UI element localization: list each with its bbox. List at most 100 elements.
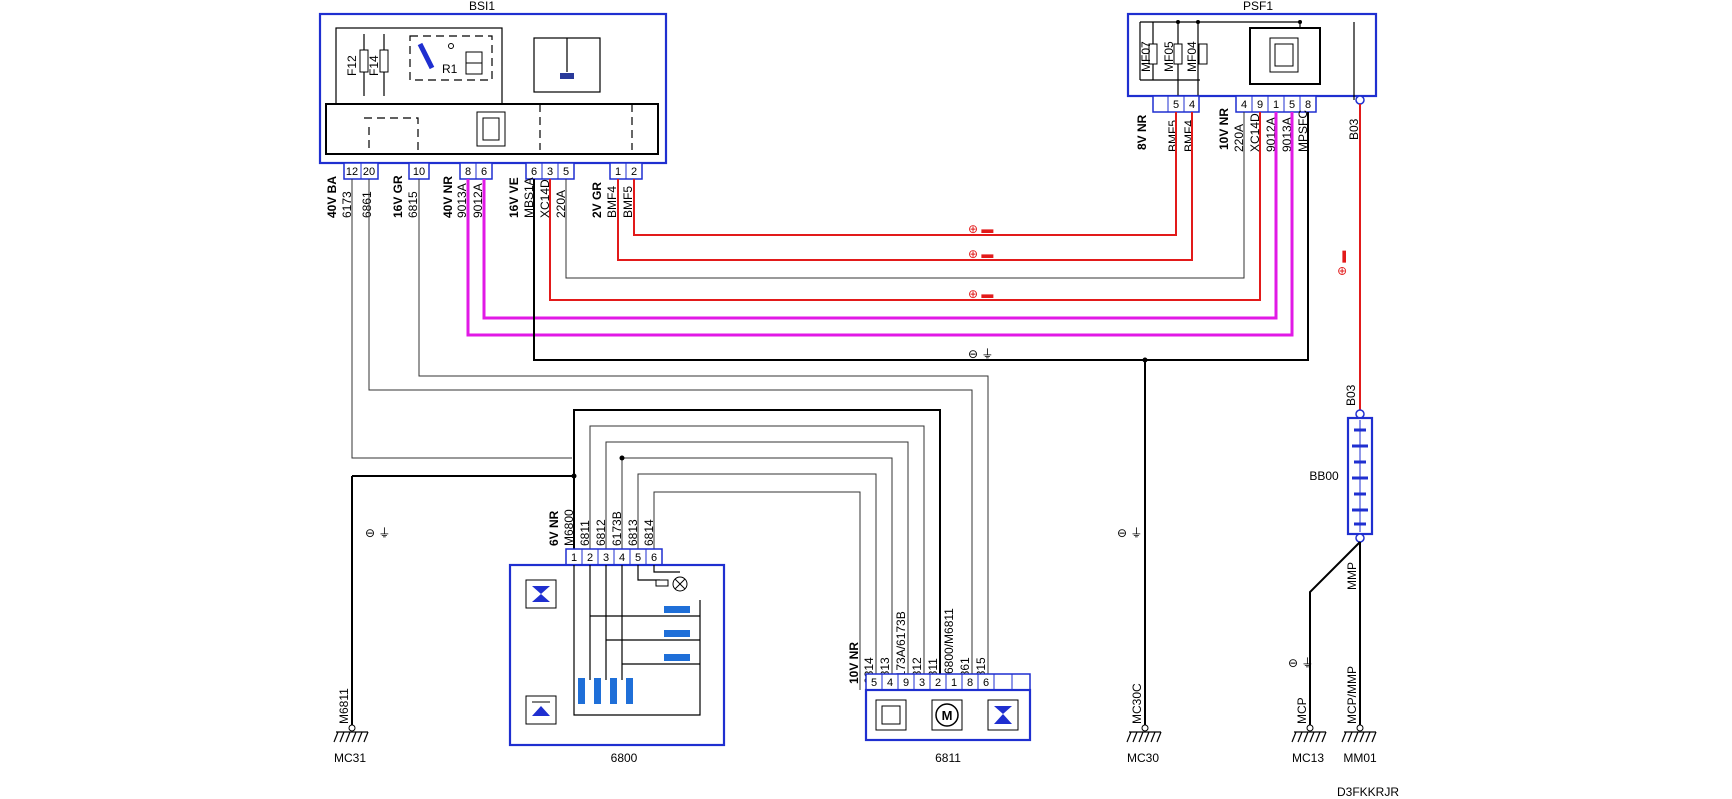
pin-label: 3: [547, 166, 553, 178]
wire-6173: [351, 179, 572, 459]
pin-label: 6: [531, 166, 537, 178]
wire-code: 6812: [594, 519, 608, 546]
battery-bb00: B03 BB00 MMP: [1309, 384, 1374, 726]
wire-6814: [653, 491, 861, 690]
plus-battery-icon: ⊕ ▬: [968, 247, 993, 261]
wire-code: MPSFC: [1296, 110, 1310, 152]
pin-label: 6: [481, 166, 487, 178]
fuse-f14-label: F14: [367, 55, 381, 76]
pin-label: 4: [1189, 99, 1195, 111]
pin-label: 2: [631, 166, 637, 178]
power-symbols: ⊕ ▬ ⊕ ▬ ⊕ ▬ ⊕ ▬ ⊖ ⏚ ⊖ ⏚ ⊖ ⏚ ⊖ ⏚: [365, 222, 1349, 670]
wire-code: M6800/M6811: [942, 608, 956, 684]
wire-6813: [637, 473, 877, 690]
wire-code: 6815: [406, 191, 420, 218]
bsi1-unit: BSI1 F12 F14 R1: [318, 0, 668, 218]
pin-label: 1: [1273, 99, 1279, 111]
wire-code: 6814: [642, 519, 656, 546]
wire-code: BMF4: [1182, 120, 1196, 152]
mmp-label: MMP: [1345, 562, 1359, 590]
fuse-mf05-label: MF05: [1162, 41, 1176, 72]
pin-label: 3: [919, 677, 925, 689]
pin-label: 1: [571, 552, 577, 564]
wire-code: 9012A: [471, 183, 485, 218]
pin-label: 12: [346, 166, 358, 178]
wire-6173b: [621, 457, 893, 690]
grounds: M6811 MC31 MC30C MC30 MCP MC13 MCP/MMP: [333, 666, 1377, 765]
pin-label: 5: [1289, 99, 1295, 111]
pin-label: 2: [587, 552, 593, 564]
ground-icon: ⊖ ⏚: [1117, 526, 1142, 540]
pin-label: 1: [951, 677, 957, 689]
pin-label: 3: [603, 552, 609, 564]
wire-code: XC14D: [538, 179, 552, 218]
pin-label: 5: [635, 552, 641, 564]
wire-9012a: [482, 112, 1278, 320]
pin-label: 4: [619, 552, 625, 564]
fuse-f14: F14: [367, 34, 389, 96]
wire-code: BMF5: [1166, 120, 1180, 152]
wire-code: XC14D: [1248, 113, 1262, 152]
relay-r1: R1: [409, 35, 493, 81]
component-6800: 6V NR M6800 6811 6812 6173B 6813 6814 1 …: [508, 409, 941, 765]
wire-code: 6811: [578, 520, 592, 546]
wire-code: 6173A/6173B: [894, 611, 908, 684]
wire-code: 6813: [626, 519, 640, 546]
wire-code: 9013A: [455, 183, 469, 218]
drawing-reference: D3FKKRJR: [1337, 785, 1399, 799]
fuse-mf07: MF07: [1139, 22, 1158, 80]
connector-header: 10V NR: [1217, 108, 1231, 150]
fuse-f12-label: F12: [345, 55, 359, 76]
pin-label: 4: [1241, 99, 1247, 111]
wire-code: MCP/MMP: [1345, 666, 1359, 724]
pin-label: 4: [887, 677, 893, 689]
plus-battery-icon: ⊕ ▬: [968, 222, 993, 236]
pin-label: 9: [1257, 99, 1263, 111]
component-6811: 10V NR 6814 6813 6173A/6173B 6812 6811 M…: [847, 608, 1032, 765]
ground-icon: ⊖ ⏚: [365, 526, 390, 540]
wire-6811: [589, 425, 925, 690]
wire-code: MCP: [1295, 697, 1309, 724]
wire-code: 220A: [1232, 124, 1246, 152]
motor-icon: M: [942, 708, 953, 723]
component-6800-label: 6800: [611, 751, 638, 765]
harness-wires: [351, 104, 1361, 726]
wire-mbs1a: [533, 112, 1309, 361]
connector-header: 16V VE: [507, 177, 521, 218]
pin-label: 5: [871, 677, 877, 689]
pin-label: 10: [413, 166, 425, 178]
ground-mc13-label: MC13: [1292, 751, 1324, 765]
bsi1-pins: 12 20 10 8 6 6 3 5 1 2: [343, 162, 643, 180]
ground-mm01-label: MM01: [1343, 751, 1377, 765]
relay-r1-label: R1: [442, 62, 458, 76]
pin-label: 1: [615, 166, 621, 178]
connector-header: 40V NR: [441, 176, 455, 218]
connector-header: 40V BA: [325, 176, 339, 218]
psf1-connector-labels: 8V NR BMF5 BMF4 10V NR 220A XC14D 9012A …: [1135, 108, 1361, 152]
wire-code: M6800: [562, 509, 576, 546]
wire-220a: [565, 112, 1245, 279]
wire-code: 6173B: [610, 511, 624, 546]
psf1-title: PSF1: [1243, 0, 1273, 13]
wire-bmf4: [617, 112, 1193, 261]
connector-header: 16V GR: [391, 175, 405, 218]
wire-code: 6861: [360, 191, 374, 218]
fuse-mf07-label: MF07: [1139, 41, 1153, 72]
connector-header: 10V NR: [847, 642, 861, 684]
ground-mc31-label: MC31: [334, 751, 366, 765]
wire-code: BMF4: [605, 186, 619, 218]
bb00-top-label: B03: [1344, 384, 1358, 406]
wire-code: BMF5: [621, 186, 635, 218]
bsi1-connector-labels: 40V BA 6173 6861 16V GR 6815 40V NR 9013…: [325, 175, 635, 218]
wire-m6800: [573, 409, 941, 690]
pin-label: 6: [983, 677, 989, 689]
pin-label: 5: [563, 166, 569, 178]
wire-9013a: [466, 112, 1294, 337]
fuse-mf05: MF05: [1162, 22, 1183, 98]
pin-label: 8: [465, 166, 471, 178]
wire-6861: [368, 179, 973, 690]
psf1-unit: PSF1 MF07 MF05 MF04: [1126, 0, 1378, 152]
wire-code: MC30C: [1130, 683, 1144, 724]
fuse-mf04-label: MF04: [1185, 41, 1199, 72]
